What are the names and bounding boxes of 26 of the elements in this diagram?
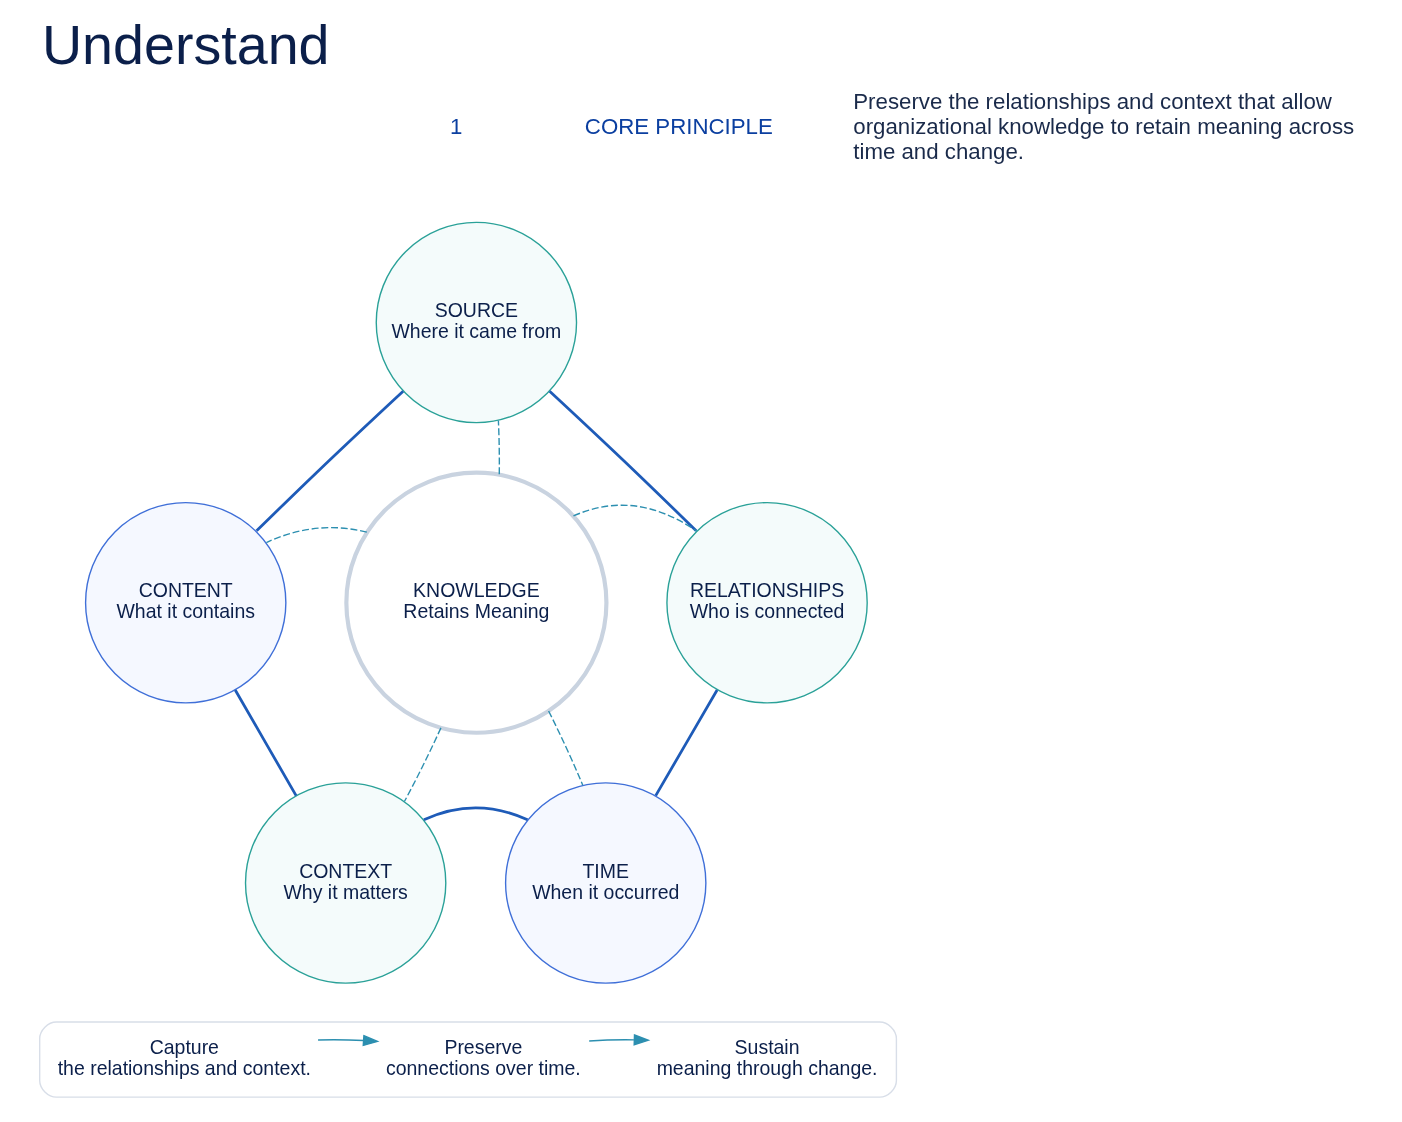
connector (423, 806, 529, 822)
connector (548, 390, 698, 532)
node-circle: RELATIONSHIPS Who is connected (666, 501, 868, 704)
connector (403, 727, 442, 803)
connector (654, 689, 719, 797)
label: 1 (449, 114, 463, 140)
connector (255, 390, 405, 532)
connector (497, 419, 501, 475)
label: CORE PRINCIPLE (584, 114, 773, 140)
node-circle: CONTEXT Why it matters (244, 782, 447, 984)
node-circle: KNOWLEDGE Retains Meaning (344, 470, 609, 735)
connector (265, 526, 368, 544)
connector (234, 689, 298, 797)
label: Preserve the relationships and context that allow organizational knowledge to retain meaning across time and change. (853, 89, 1355, 165)
cluster (39, 1021, 898, 1098)
connector (572, 504, 698, 532)
node-circle: TIME When it occurred (504, 782, 707, 984)
connector (547, 710, 584, 786)
node-circle: SOURCE Where it came from (375, 221, 578, 424)
node-text: Preserve connections over time. (385, 1036, 581, 1080)
node-circle: CONTENT What it contains (84, 501, 287, 704)
arrow (317, 1034, 380, 1047)
node-text: Sustain meaning through change. (656, 1036, 878, 1080)
node-text: Capture the relationships and context. (57, 1036, 311, 1080)
diagram-title: Understand (41, 13, 330, 76)
arrow (588, 1034, 651, 1046)
